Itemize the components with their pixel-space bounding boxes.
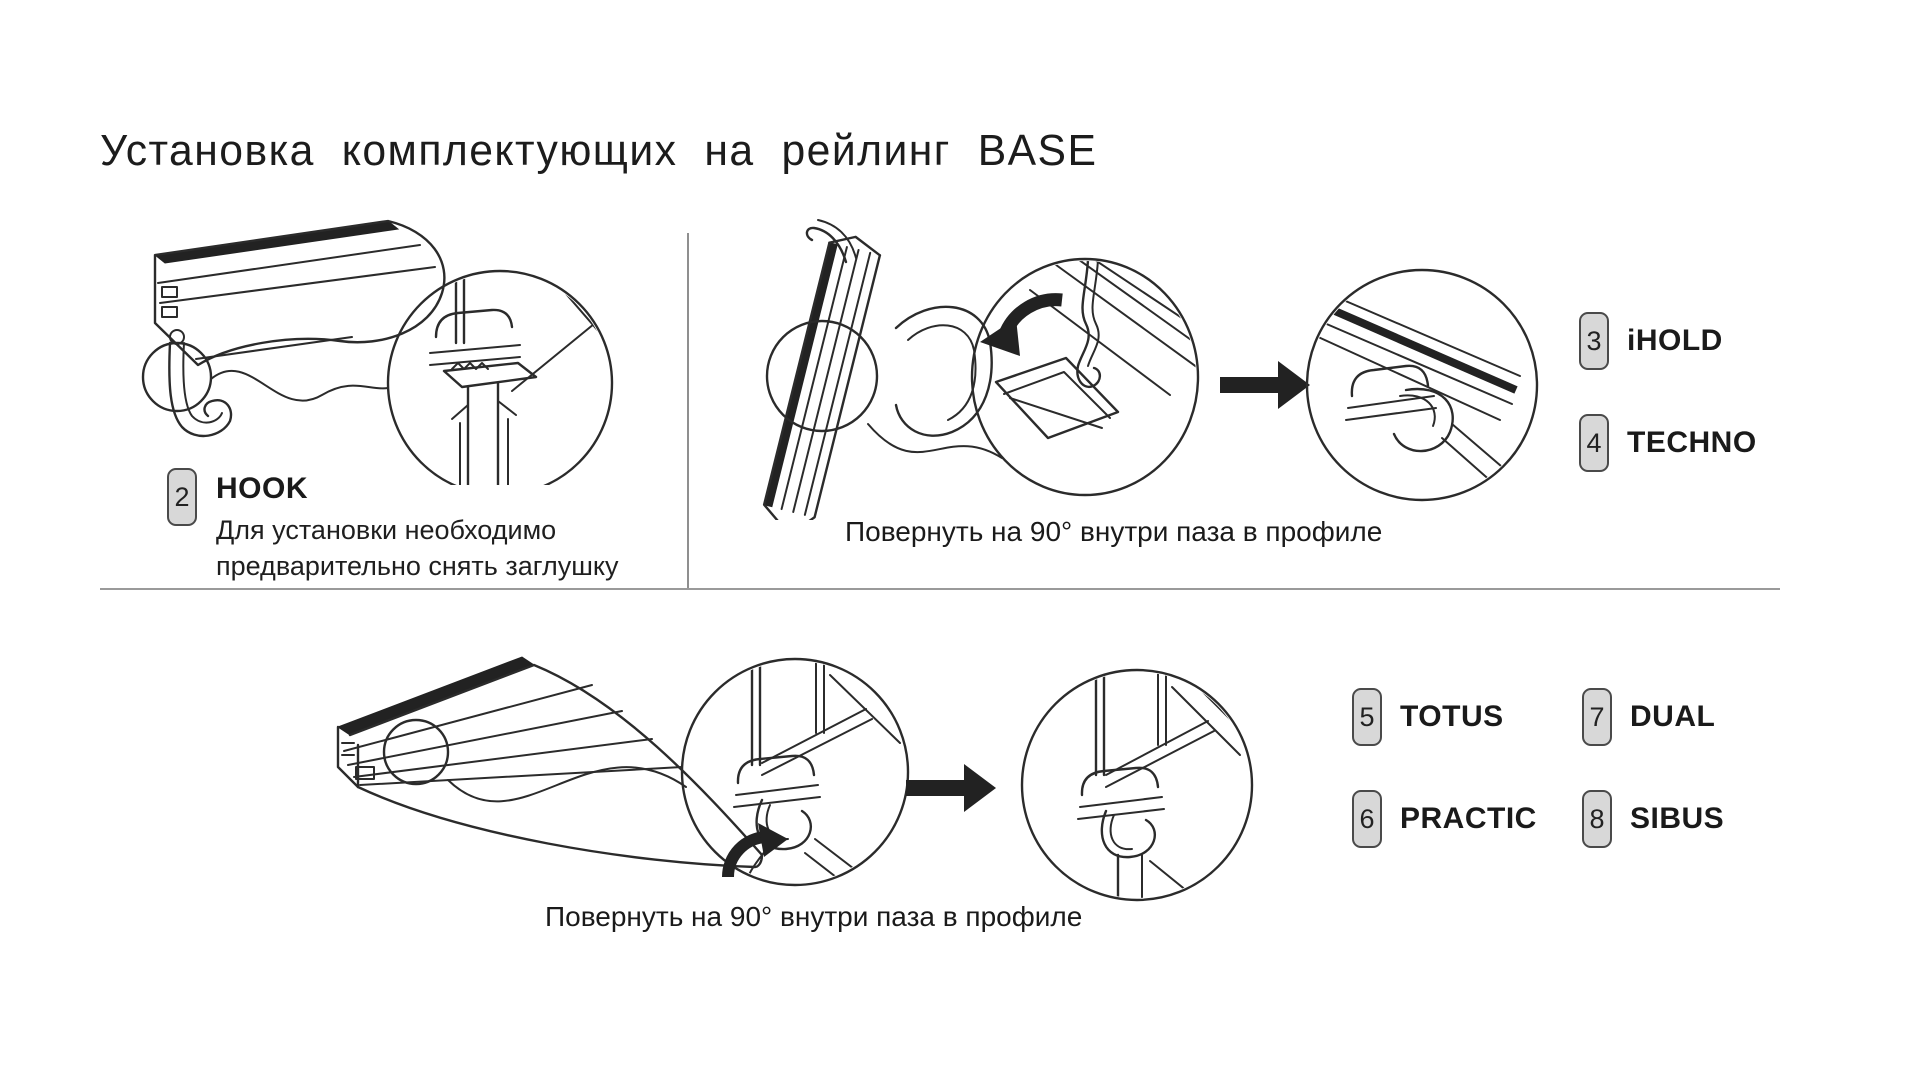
rotate-detail — [733, 661, 906, 883]
rotate-cw-arrow-icon — [721, 823, 788, 878]
badge-totus: 5 — [1352, 688, 1382, 746]
badge-techno: 4 — [1579, 414, 1609, 472]
right-arrow-icon — [906, 764, 996, 812]
seated-hook-detail — [1315, 295, 1523, 498]
badge-totus-number: 5 — [1359, 701, 1375, 732]
hook-diagram-svg — [141, 219, 614, 485]
badge-practic-number: 6 — [1359, 803, 1375, 834]
magnifier-circle — [970, 257, 1200, 497]
tilted-rail-drawing — [762, 235, 882, 520]
badge-practic: 6 — [1352, 790, 1382, 848]
hook-clip-detail — [429, 273, 610, 485]
rail-profile-drawing — [153, 219, 446, 367]
result-circle — [1305, 268, 1539, 502]
hook-name-label: HOOK — [216, 472, 308, 505]
sibus-name-label: SIBUS — [1630, 802, 1725, 835]
rotate-ccw-arrow-icon — [980, 293, 1063, 356]
magnifier-circle — [386, 269, 614, 485]
rotate-bottom-diagram-svg — [336, 656, 1254, 902]
badge-dual-number: 7 — [1589, 701, 1605, 732]
page-title: Установка комплектующих на рейлинг BASE — [100, 126, 1098, 175]
practic-name-label: PRACTIC — [1400, 802, 1537, 835]
leader-line — [447, 766, 687, 803]
magnifier-circle — [680, 657, 910, 887]
badge-ihold: 3 — [1579, 312, 1609, 370]
badge-techno-number: 4 — [1586, 427, 1602, 458]
badge-ihold-number: 3 — [1586, 325, 1602, 356]
seated-hook-detail — [1077, 672, 1249, 898]
badge-sibus: 8 — [1582, 790, 1612, 848]
hook-description-line1: Для установки необходимо — [216, 515, 557, 545]
badge-sibus-number: 8 — [1589, 803, 1605, 834]
dual-name-label: DUAL — [1630, 700, 1716, 733]
hook-description-line2: предварительно снять заглушку — [216, 551, 619, 581]
result-circle — [1020, 668, 1254, 902]
badge-hook: 2 — [167, 468, 197, 526]
techno-name-label: TECHNO — [1627, 426, 1757, 459]
magnifier-source-circle — [382, 718, 450, 786]
badge-dual: 7 — [1582, 688, 1612, 746]
hook-description: Для установки необходимо предварительно … — [216, 512, 619, 584]
instruction-top: Повернуть на 90° внутри паза в профиле — [845, 516, 1383, 547]
hook-stem-drawing — [805, 219, 857, 264]
totus-name-label: TOTUS — [1400, 700, 1504, 733]
rail-profile-drawing — [336, 656, 764, 869]
horizontal-divider — [100, 588, 1780, 590]
right-arrow-icon — [1220, 361, 1310, 409]
rotate-top-diagram-svg — [762, 219, 1539, 520]
magnifier-source-circle — [141, 341, 213, 413]
vertical-divider — [687, 233, 689, 589]
leader-line — [210, 370, 389, 402]
ihold-name-label: iHOLD — [1627, 324, 1723, 357]
badge-hook-number: 2 — [174, 481, 190, 512]
leader-line — [867, 423, 1003, 459]
rotate-detail — [994, 261, 1196, 440]
instruction-bottom: Повернуть на 90° внутри паза в профиле — [545, 901, 1083, 932]
magnifier-source-circle — [765, 319, 879, 433]
